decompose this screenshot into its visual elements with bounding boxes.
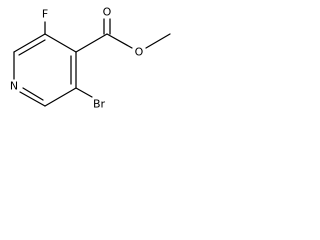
atom-label-nitrogen: N bbox=[10, 80, 18, 93]
bond-c6-n bbox=[19, 91, 46, 107]
bond-c2-c3 bbox=[13, 33, 46, 53]
bond-c3-c4 bbox=[44, 33, 77, 53]
bond-c6-n-double bbox=[22, 87, 44, 101]
bond-ester-o-methyl bbox=[145, 33, 171, 49]
bond-c5-br bbox=[75, 87, 93, 98]
atom-label-carbonyl-oxygen: O bbox=[103, 6, 112, 19]
bond-c5-c6 bbox=[44, 87, 77, 107]
atom-label-ester-oxygen: O bbox=[135, 46, 144, 59]
atom-label-bromine: Br bbox=[93, 98, 106, 111]
bond-carbonyl-ester-o bbox=[106, 33, 133, 49]
bond-c4-carbonyl bbox=[75, 33, 108, 53]
bond-c2-c3-double bbox=[18, 39, 46, 56]
atom-label-fluorine: F bbox=[42, 8, 48, 21]
structure-diagram: F O O N Br bbox=[10, 6, 171, 111]
